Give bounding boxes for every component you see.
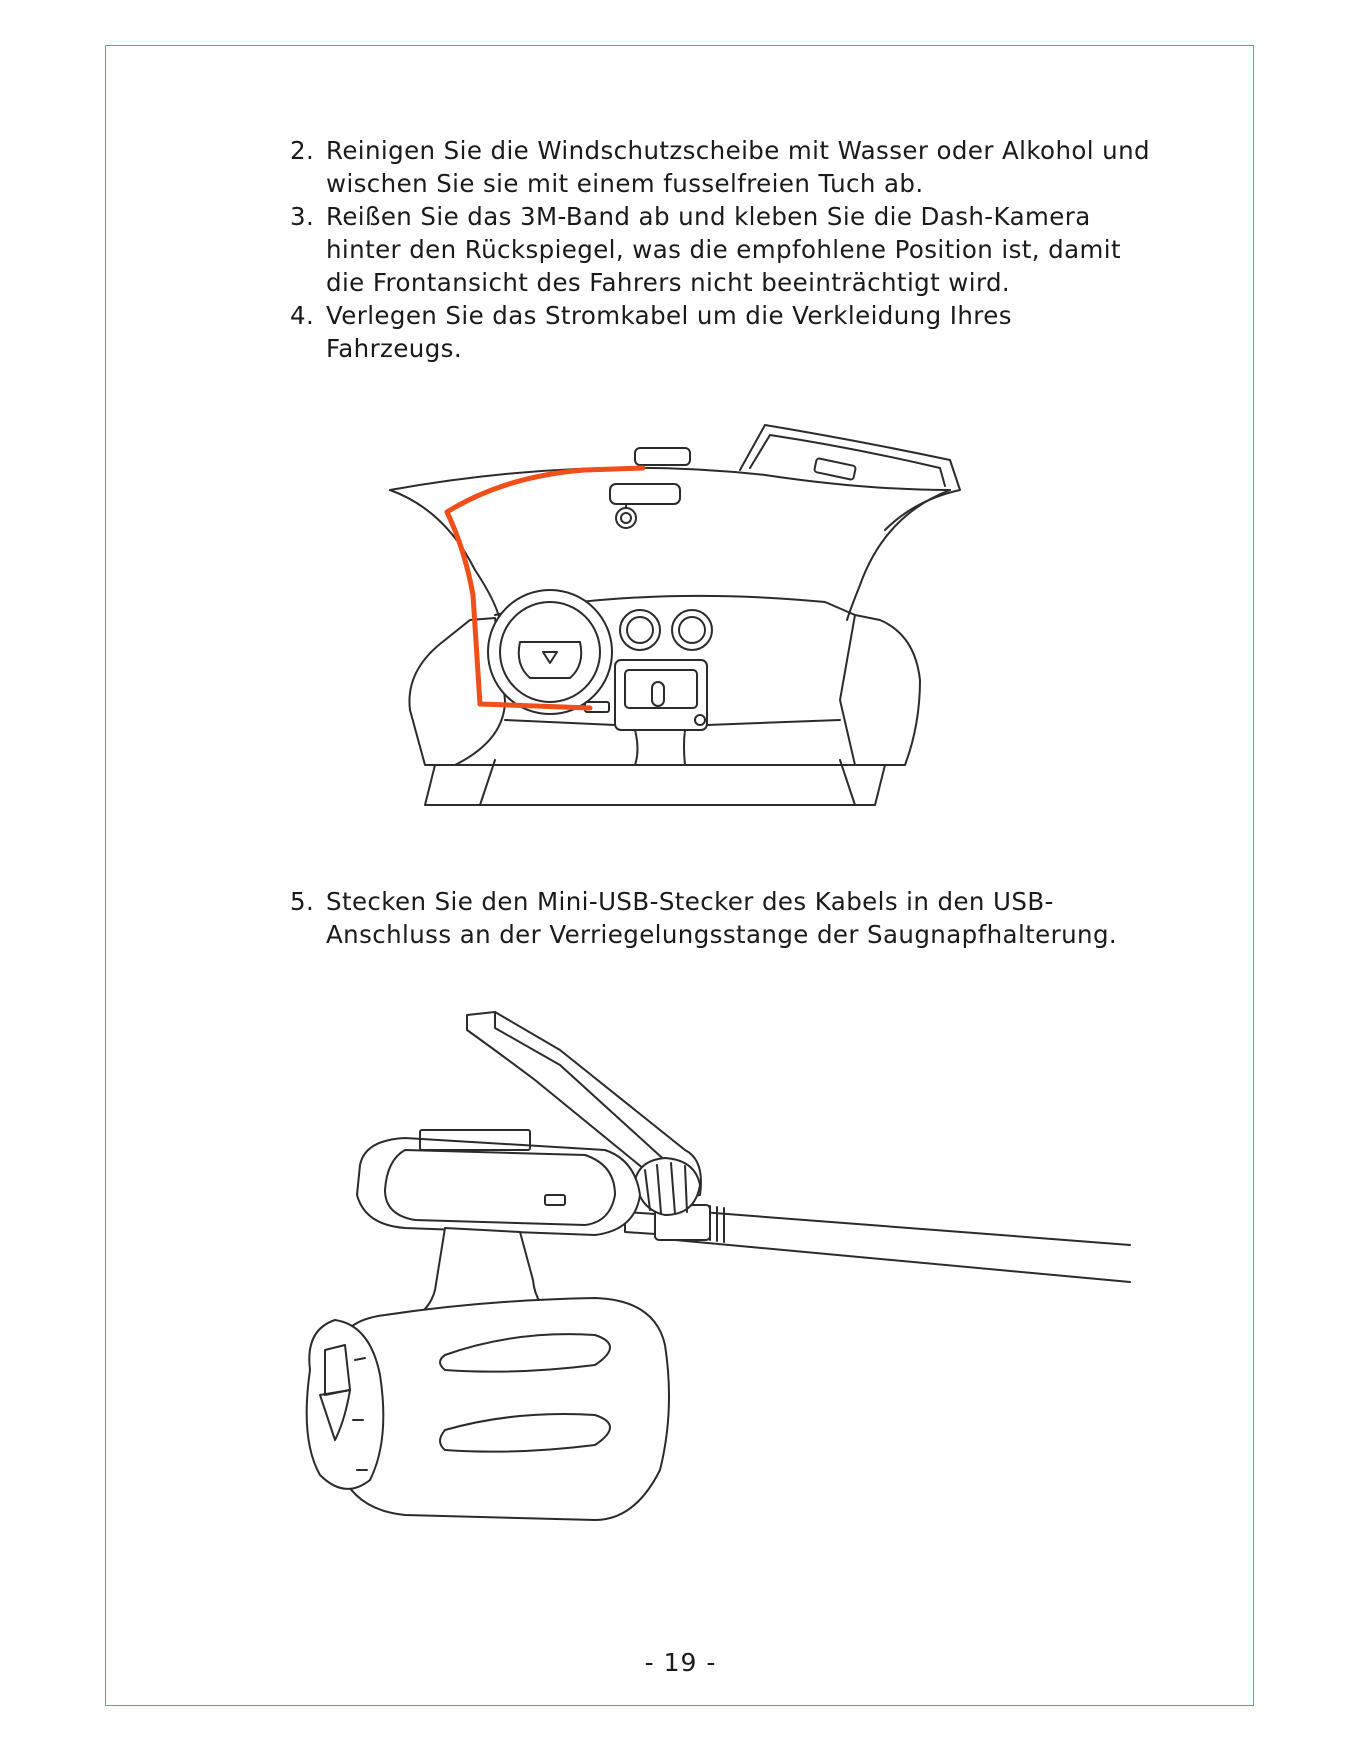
step-number: 3. [290,202,315,231]
step-number: 2. [290,136,315,165]
step-3: 3. Reißen Sie das 3M-Band ab und kleben … [290,200,1150,299]
page-number: - 19 - [644,1648,717,1677]
step-text: Reißen Sie das 3M-Band ab und kleben Sie… [326,202,1121,297]
dashcam-usb-illustration [295,1000,1135,1580]
page-frame [105,45,1254,1706]
step-text: Stecken Sie den Mini-USB-Stecker des Kab… [326,887,1118,949]
step-4: 4. Verlegen Sie das Stromkabel um die Ve… [290,299,1150,365]
step-2: 2. Reinigen Sie die Windschutzscheibe mi… [290,134,1150,200]
instruction-list-bottom: 5. Stecken Sie den Mini-USB-Stecker des … [290,885,1150,951]
power-cable-route [444,465,646,711]
step-number: 4. [290,301,315,330]
step-number: 5. [290,887,315,916]
step-text: Verlegen Sie das Stromkabel um die Verkl… [326,301,1012,363]
step-text: Reinigen Sie die Windschutzscheibe mit W… [326,136,1150,198]
step-5: 5. Stecken Sie den Mini-USB-Stecker des … [290,885,1150,951]
car-interior-illustration [385,420,961,820]
instruction-list-top: 2. Reinigen Sie die Windschutzscheibe mi… [290,134,1150,365]
